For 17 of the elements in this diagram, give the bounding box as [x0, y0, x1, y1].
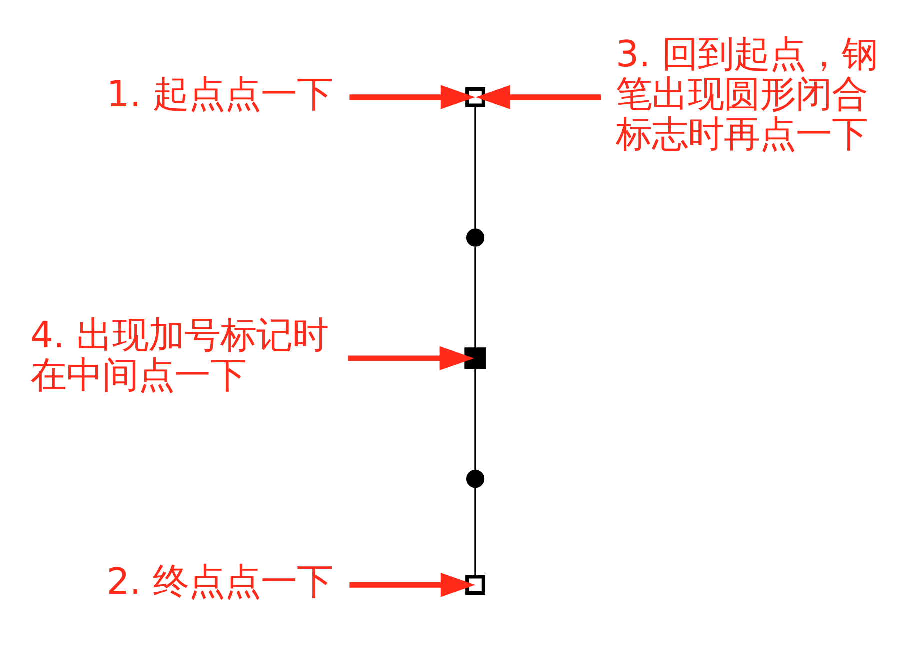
connector: [474, 246, 476, 350]
node-circle: [466, 228, 485, 247]
arrow: [350, 573, 476, 598]
node-box: [466, 575, 486, 596]
connector: [474, 488, 476, 577]
node-text: 3. 回到起点，钢笔出现圆形闭合标志时再点一下: [616, 32, 878, 156]
arrow: [476, 85, 602, 110]
node-text: 4. 出现加号标记时在中间点一下: [30, 314, 328, 396]
connector: [474, 368, 476, 471]
connector: [474, 106, 476, 230]
arrow: [348, 346, 474, 371]
node-box: [466, 87, 486, 108]
arrow: [350, 85, 476, 110]
node-text: 2. 终点点一下: [106, 560, 333, 604]
node-text: 1. 起点点一下: [106, 72, 333, 116]
node-circle: [466, 470, 485, 488]
node-box: [464, 348, 486, 370]
